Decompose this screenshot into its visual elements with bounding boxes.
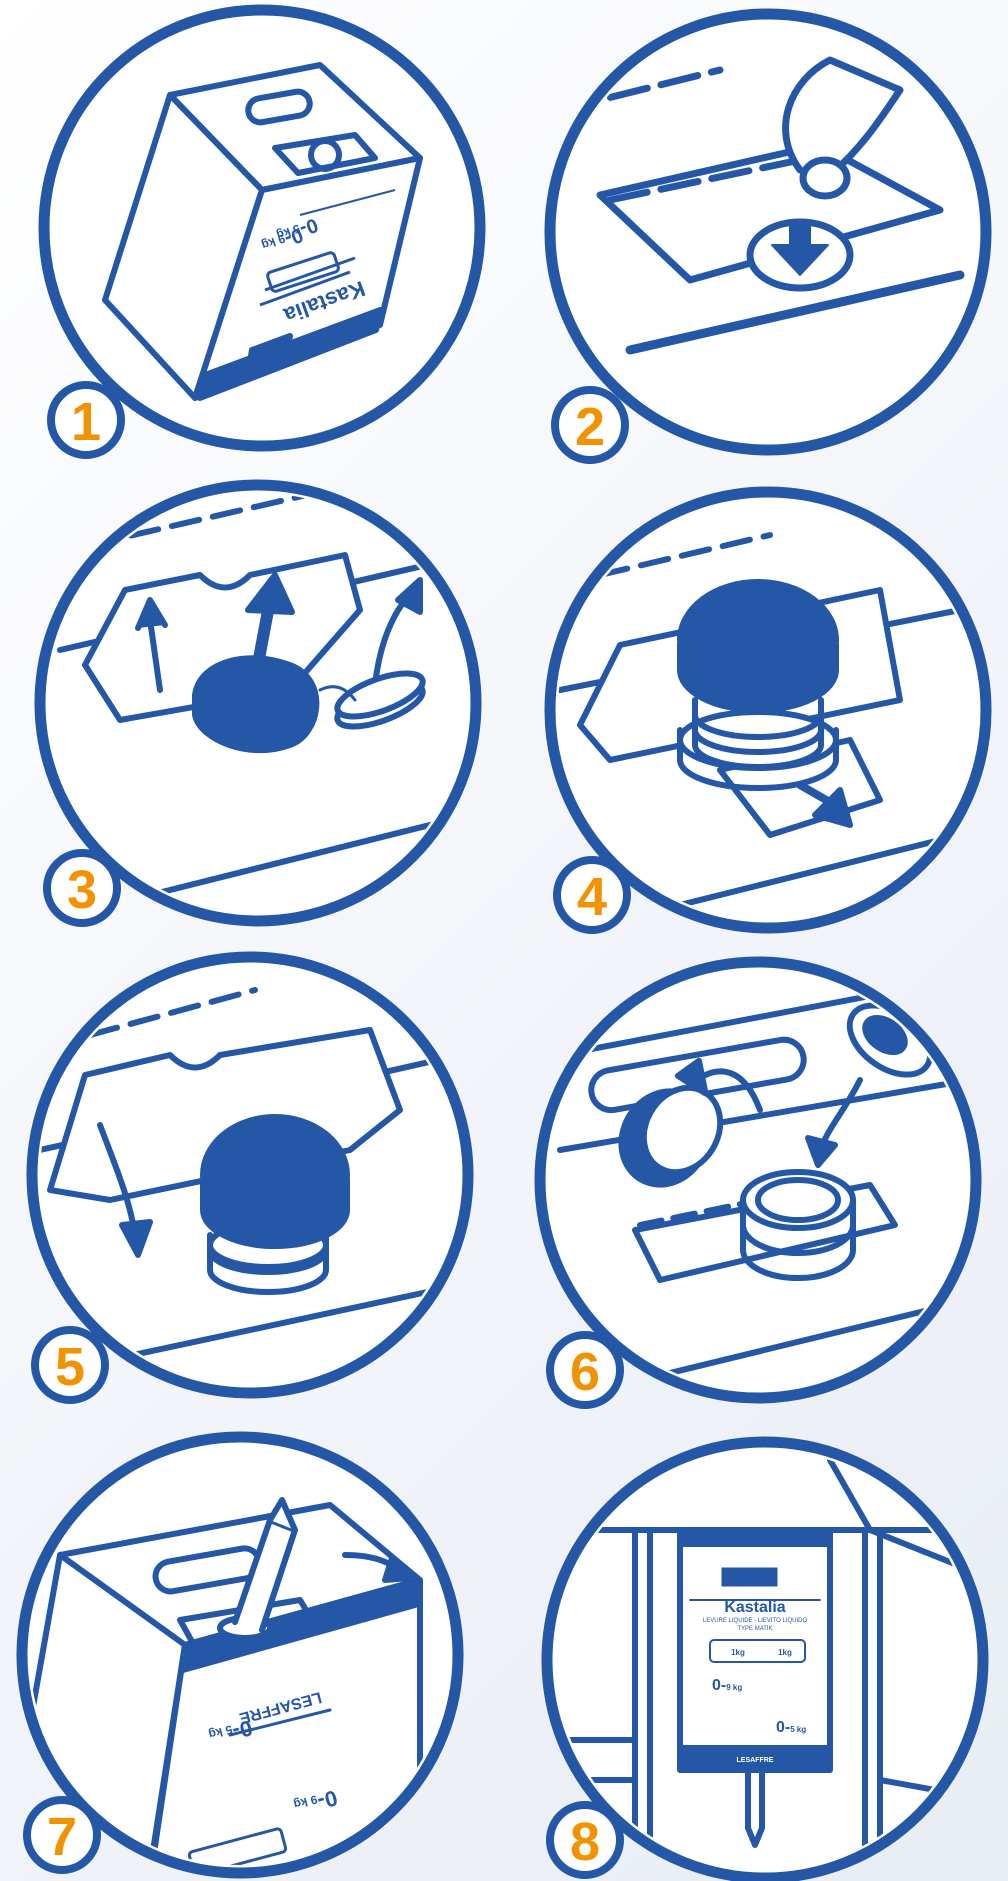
step-8-equivalence-right: 1kg [778,1648,792,1657]
step-3-number: 3 [67,860,97,920]
step-8-manufacturer: LESAFFRE [737,1757,774,1764]
step-1-number: 1 [71,392,101,452]
step-8: Kastalia LEVURE LIQUIDE - LIEVITO LIQUID… [540,1442,990,1880]
step-2: 2 [550,14,986,460]
step-5-number: 5 [55,1337,85,1397]
step-8-equivalence-left: 1kg [731,1648,745,1657]
step-8-number: 8 [570,1812,600,1872]
step-5: 5 [32,957,468,1400]
step-7-number: 7 [47,1807,77,1867]
step-3: 3 [40,485,476,923]
step-1: Kastalia 0-9 kg 0-5 kg 1 [44,10,480,455]
step-7: LESAFFRE 0-5 kg 0-9 kg 7 [20,1437,458,1880]
step-6: 6 [540,962,980,1405]
step-4-number: 4 [577,867,607,927]
step-2-number: 2 [575,397,605,457]
step-8-product-subline: TYPE MATIK [737,1626,772,1632]
step-8-brand-text: Kastalia [724,1599,785,1616]
step-4: 4 [550,492,986,930]
step-6-number: 6 [570,1342,600,1402]
step-8-product-line: LEVURE LIQUIDE - LIEVITO LIQUIDO [703,1618,808,1624]
